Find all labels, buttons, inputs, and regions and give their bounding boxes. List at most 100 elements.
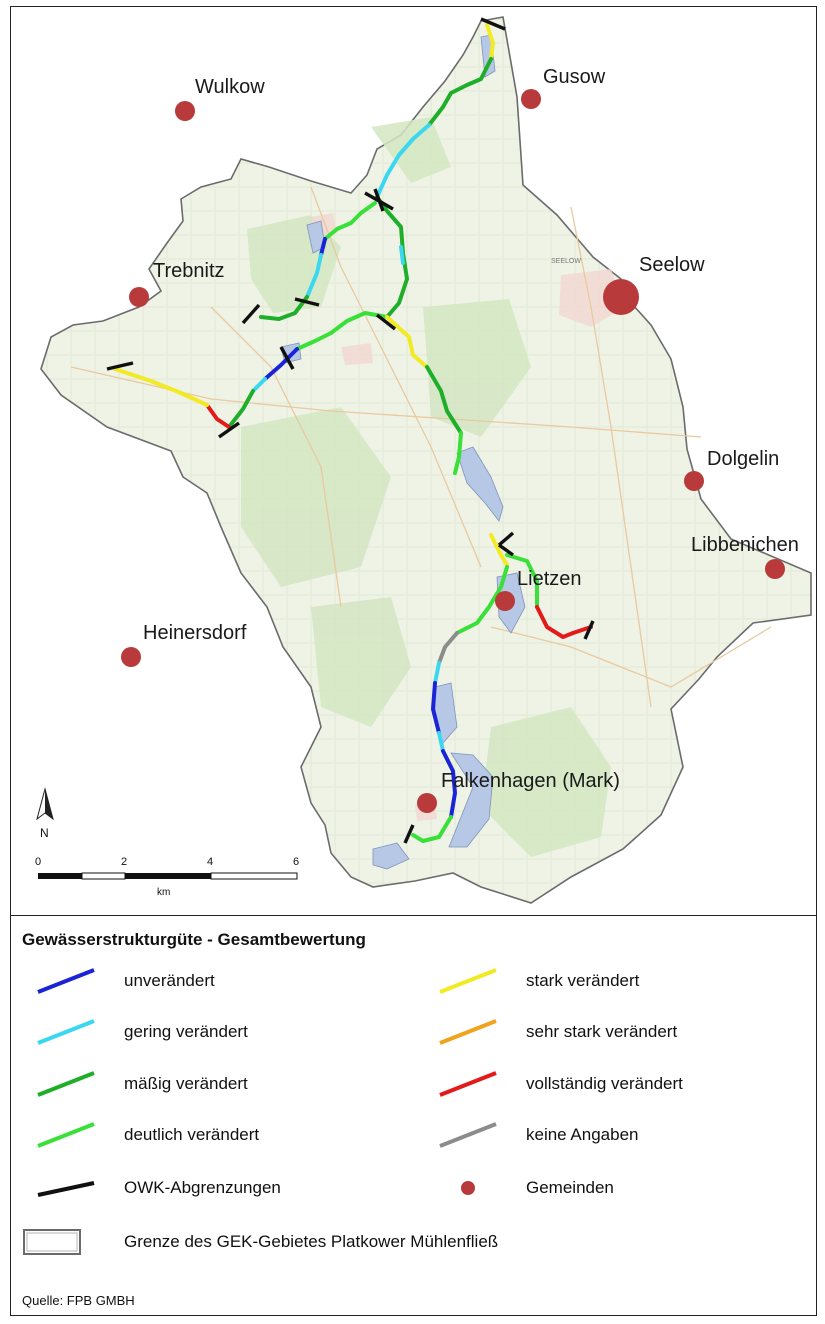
roads — [70, 186, 772, 708]
legend-label: Gemeinden — [526, 1178, 614, 1197]
river-segment — [113, 367, 209, 407]
map-area: SEELOW — [11, 7, 815, 915]
river-segment — [375, 123, 431, 199]
river-segment — [323, 201, 377, 241]
place-label-dolgelin: Dolgelin — [707, 448, 779, 470]
owk-boundary-mark — [279, 346, 295, 370]
river-segment — [263, 347, 299, 381]
gek-boundary — [40, 16, 812, 904]
river-segment — [437, 731, 445, 753]
legend-item-deutlich: deutlich verändert — [36, 1120, 259, 1150]
legend-item-unveraendert: unverändert — [36, 966, 215, 996]
place-label-trebnitz: Trebnitz — [153, 260, 225, 282]
legend-swatch — [23, 1229, 81, 1255]
river-segment — [227, 389, 255, 429]
owk-boundary-mark — [375, 313, 397, 331]
river-segment — [411, 815, 453, 843]
owk-boundary-mark — [583, 620, 595, 640]
legend-label: vollständig verändert — [526, 1074, 683, 1093]
legend-swatch — [37, 1181, 95, 1197]
river-segment — [437, 631, 459, 665]
legend-swatch — [37, 1122, 95, 1148]
legend-item-boundary: Grenze des GEK-Gebietes Platkower Mühlen… — [22, 1227, 498, 1257]
owk-boundary-mark — [241, 303, 261, 325]
river-segment — [433, 661, 441, 685]
map-svg: SEELOW — [35, 16, 812, 904]
legend-item-stark: stark verändert — [438, 966, 639, 996]
legend-item-keine: keine Angaben — [438, 1120, 639, 1150]
legend-label: deutlich verändert — [124, 1125, 260, 1144]
place-label-falkenhagen: Falkenhagen (Mark) — [441, 770, 620, 792]
gemeinde-dot-dolgelin — [684, 471, 704, 491]
scale-tick-0: 0 — [35, 856, 41, 868]
river-segment — [427, 57, 493, 127]
legend-item-gering: gering verändert — [36, 1017, 248, 1047]
legend-label: gering verändert — [124, 1022, 248, 1041]
owk-boundary-mark — [294, 297, 320, 307]
map-frame: SEELOW — [10, 6, 817, 1316]
river-segment — [399, 245, 405, 265]
scale-tick-6: 6 — [293, 856, 299, 868]
legend-swatch — [461, 1181, 475, 1195]
river-segment — [259, 295, 309, 321]
place-label-seelow: Seelow — [639, 254, 705, 276]
owk-boundary-mark — [218, 421, 240, 439]
scale-tick-2: 2 — [121, 856, 127, 868]
north-arrow: N — [36, 787, 54, 840]
legend-swatch — [37, 968, 95, 994]
scale-bar: 0 2 4 6 km — [35, 856, 299, 898]
place-label-wulkow: Wulkow — [195, 76, 265, 98]
river-segment — [305, 253, 323, 299]
river-segment — [489, 533, 509, 567]
place-label-libbenichen: Libbenichen — [691, 534, 799, 556]
legend-swatch — [439, 968, 497, 994]
forest-patches — [241, 117, 611, 857]
gemeinde-dot-wulkow — [175, 101, 195, 121]
gemeinde-dot-trebnitz — [129, 287, 149, 307]
seelow-small-label: SEELOW — [551, 258, 581, 265]
gemeinde-dot-seelow — [603, 279, 639, 315]
gemeinde-dot-heinersdorf — [121, 647, 141, 667]
legend-swatch — [37, 1019, 95, 1045]
gemeinde-dot-gusow — [521, 89, 541, 109]
source-note: Quelle: FPB GMBH — [22, 1293, 135, 1308]
river-segment — [319, 237, 327, 257]
river-segment — [205, 403, 231, 429]
map-legend-divider — [11, 915, 816, 916]
legend-item-vollstaendig: vollständig verändert — [438, 1069, 683, 1099]
north-label: N — [40, 826, 49, 840]
owk-boundary-mark — [498, 543, 514, 557]
place-label-heinersdorf: Heinersdorf — [143, 622, 247, 644]
river-segment — [505, 553, 539, 609]
legend-swatch — [439, 1071, 497, 1097]
owk-boundary-mark — [403, 824, 415, 844]
river-segment — [295, 311, 389, 351]
legend-title: Gewässerstrukturgüte - Gesamtbewertung — [22, 930, 366, 949]
owk-boundary-mark — [106, 361, 134, 371]
legend-item-owk: OWK-Abgrenzungen — [36, 1173, 281, 1203]
owk-boundary-mark — [497, 531, 515, 547]
legend-item-sehr-stark: sehr stark verändert — [438, 1017, 677, 1047]
place-label-lietzen: Lietzen — [517, 568, 582, 590]
legend-label: mäßig verändert — [124, 1074, 248, 1093]
gemeinde-dot-lietzen — [495, 591, 515, 611]
legend-swatch — [37, 1071, 95, 1097]
legend-label: unverändert — [124, 971, 215, 990]
place-label-gusow: Gusow — [543, 66, 606, 88]
legend-label: OWK-Abgrenzungen — [124, 1178, 281, 1197]
river-segment — [441, 749, 457, 819]
scale-tick-4: 4 — [207, 856, 213, 868]
gemeinde-dot-libbenichen — [765, 559, 785, 579]
gemeinde-dot-falkenhagen — [417, 793, 437, 813]
river-segment — [485, 23, 495, 61]
legend-label: sehr stark verändert — [526, 1022, 678, 1041]
owk-boundary-mark — [480, 17, 506, 31]
river-segment — [453, 431, 463, 475]
legend-label: keine Angaben — [526, 1125, 639, 1144]
legend-swatch — [439, 1122, 497, 1148]
legend-label: stark verändert — [526, 971, 640, 990]
river-segment — [455, 565, 509, 635]
owk-boundary-mark — [373, 188, 385, 212]
river-segment — [385, 315, 429, 369]
river-segment — [425, 365, 463, 435]
